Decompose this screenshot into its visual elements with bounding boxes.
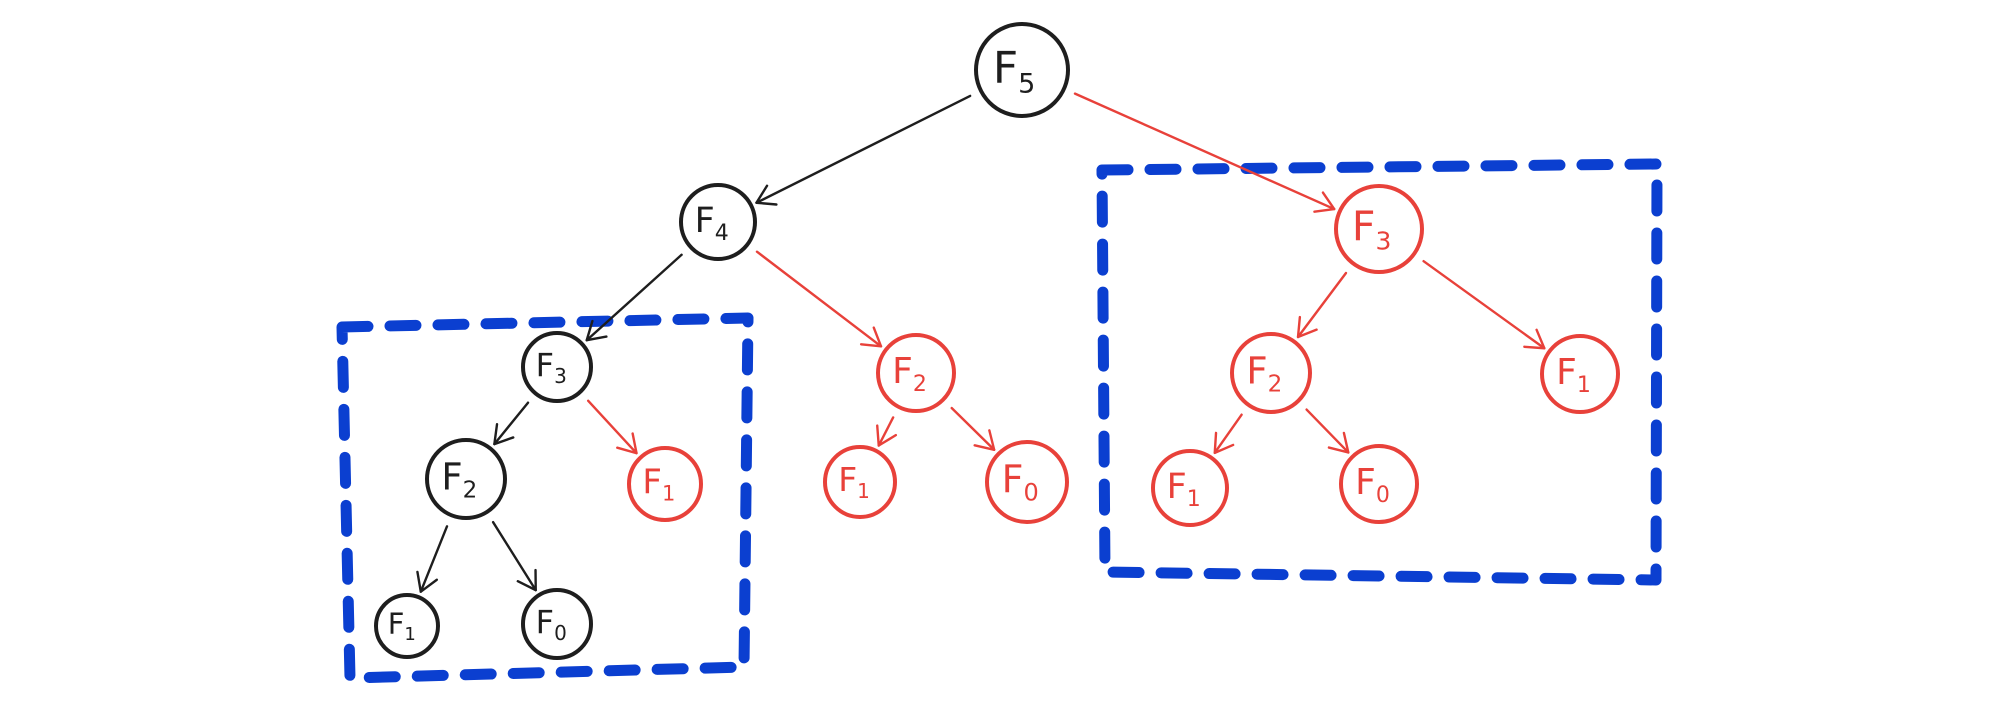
- node-label: F0: [1355, 462, 1390, 508]
- node-circle: [521, 331, 593, 403]
- node-n_f1_m: F1: [823, 445, 897, 519]
- edge-n_f5-to-n_f3_r: [1073, 92, 1336, 213]
- node-circle: [1339, 444, 1419, 524]
- node-subscript: 5: [1018, 68, 1035, 99]
- node-label: F2: [1246, 349, 1282, 397]
- edge-n_f2_l-to-n_f0_ll: [491, 520, 537, 592]
- node-circle: [627, 446, 703, 522]
- node-subscript: 3: [1375, 226, 1391, 255]
- node-n_f2_r: F2: [1230, 332, 1312, 414]
- node-label: F1: [1556, 352, 1591, 398]
- node-subscript: 0: [1376, 483, 1390, 508]
- edge-n_f2_r-to-n_f1_r: [1213, 413, 1243, 455]
- node-label: F3: [536, 346, 567, 388]
- node-subscript: 1: [662, 482, 675, 506]
- edge-n_f4-to-n_f3_l: [585, 253, 683, 342]
- highlight-groups-layer: [336, 158, 1663, 684]
- node-circle: [425, 438, 507, 520]
- node-n_f3_l: F3: [521, 331, 593, 403]
- node-subscript: 3: [554, 364, 567, 388]
- edges-layer: [416, 92, 1546, 593]
- node-subscript: 1: [857, 479, 870, 503]
- node-circle: [823, 445, 897, 519]
- node-subscript: 0: [554, 621, 567, 645]
- node-subscript: 1: [1577, 373, 1591, 398]
- edge-n_f3_l-to-n_f2_l: [493, 401, 530, 446]
- edge-n_f2_l-to-n_f1_ll: [416, 525, 449, 593]
- node-circle: [521, 588, 593, 660]
- edge-n_f2_m-to-n_f0_m: [950, 406, 996, 451]
- node-n_f4: F4: [679, 183, 757, 261]
- node-circle: [876, 333, 956, 413]
- node-label: F4: [695, 201, 729, 246]
- node-circle: [974, 22, 1070, 118]
- group-right-f3-dashed-box: [1096, 158, 1663, 586]
- edge-n_f4-to-n_f2_m: [755, 250, 883, 348]
- node-subscript: 2: [1268, 371, 1283, 397]
- group-left-f3-dashed-box: [336, 312, 754, 684]
- node-circle: [374, 593, 440, 659]
- node-circle: [1334, 184, 1424, 274]
- node-circle: [1540, 334, 1620, 414]
- node-circle: [1151, 449, 1229, 527]
- node-n_f2_l: F2: [425, 438, 507, 520]
- node-label: F0: [536, 603, 567, 645]
- node-label: F1: [642, 463, 675, 506]
- edge-n_f2_r-to-n_f0_r: [1305, 408, 1350, 454]
- node-label: F2: [892, 351, 927, 397]
- node-n_f5: F5: [974, 22, 1070, 118]
- edge-n_f3_r-to-n_f1_rr: [1422, 259, 1546, 350]
- node-subscript: 1: [1187, 487, 1201, 512]
- node-subscript: 0: [1023, 479, 1038, 507]
- node-label: F0: [1002, 458, 1039, 507]
- node-label: F1: [388, 607, 416, 645]
- node-subscript: 4: [715, 221, 729, 246]
- node-n_f2_m: F2: [876, 333, 956, 413]
- node-subscript: 1: [404, 624, 415, 645]
- node-label: F1: [838, 460, 870, 503]
- node-subscript: 2: [463, 477, 478, 503]
- node-n_f1_ll: F1: [374, 593, 440, 659]
- node-label: F5: [993, 42, 1036, 99]
- node-n_f3_r: F3: [1334, 184, 1424, 274]
- node-n_f0_r: F0: [1339, 444, 1419, 524]
- edge-n_f3_r-to-n_f2_r: [1296, 271, 1348, 339]
- node-n_f1_lr: F1: [627, 446, 703, 522]
- node-n_f1_r: F1: [1151, 449, 1229, 527]
- node-circle: [679, 183, 757, 261]
- node-n_f0_m: F0: [985, 440, 1069, 524]
- node-circle: [985, 440, 1069, 524]
- node-subscript: 2: [913, 372, 927, 397]
- node-n_f1_rr: F1: [1540, 334, 1620, 414]
- edge-n_f5-to-n_f4: [755, 94, 972, 206]
- edge-n_f2_m-to-n_f1_m: [876, 416, 898, 447]
- node-label: F1: [1167, 467, 1201, 512]
- node-label: F3: [1352, 202, 1392, 255]
- node-circle: [1230, 332, 1312, 414]
- node-label: F2: [441, 455, 477, 503]
- edge-n_f3_l-to-n_f1_lr: [587, 399, 638, 455]
- node-n_f0_ll: F0: [521, 588, 593, 660]
